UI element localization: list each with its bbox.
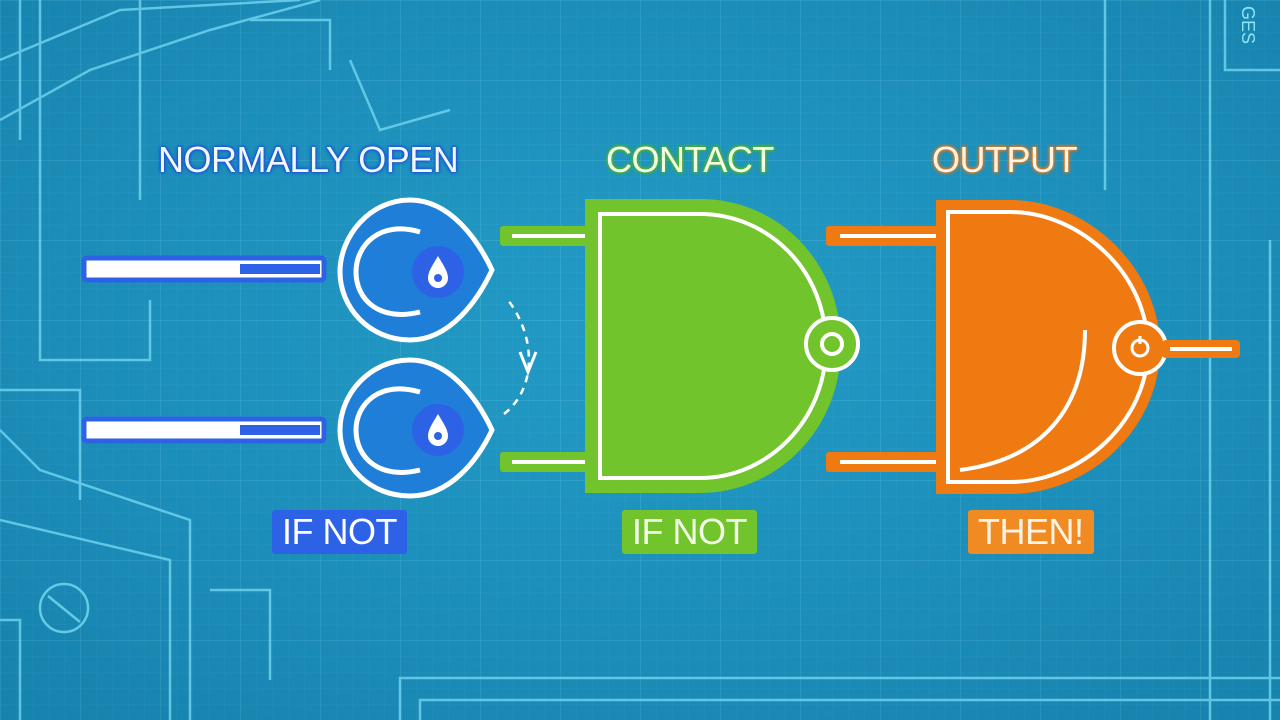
drop-icon (428, 256, 448, 288)
arrow-head-icon (518, 351, 538, 377)
output-gate-inner-curve (959, 329, 1087, 472)
contact-top-inner-loop (353, 226, 421, 317)
dashed-arc (503, 299, 531, 415)
contact-gate-body (585, 199, 842, 493)
output-gate (826, 200, 1240, 494)
if-not-left-label: IF NOT (272, 510, 407, 554)
contact-gate-bubble (804, 316, 860, 372)
drop-icon (428, 414, 448, 446)
contact-bottom-inner-loop (353, 386, 421, 475)
output-gate-bubble (1112, 320, 1168, 376)
contact-bottom-lead-stripe (240, 425, 320, 435)
normally-open-contact-top (81, 197, 495, 343)
drop-icon-dot (434, 274, 442, 282)
then-label: THEN! (968, 510, 1094, 554)
corner-code: GES (1238, 6, 1258, 45)
output-gate-body (936, 200, 1160, 494)
output-label: OUTPUT (932, 139, 1078, 180)
contact-bottom-lead (81, 416, 327, 444)
drop-icon-dot (434, 432, 442, 440)
contact-gate (500, 199, 860, 493)
if-not-middle-label: IF NOT (622, 510, 757, 554)
normally-open-contact-bottom (81, 357, 495, 499)
normally-open-label: NORMALLY OPEN (158, 139, 459, 180)
gauge-needle (47, 595, 81, 623)
contact-label: CONTACT (606, 139, 774, 180)
contact-gate-bubble-inner (820, 332, 844, 356)
gauge-symbol (38, 582, 90, 634)
contact-top-lead-stripe (240, 264, 320, 274)
contact-top-lead (81, 255, 327, 283)
